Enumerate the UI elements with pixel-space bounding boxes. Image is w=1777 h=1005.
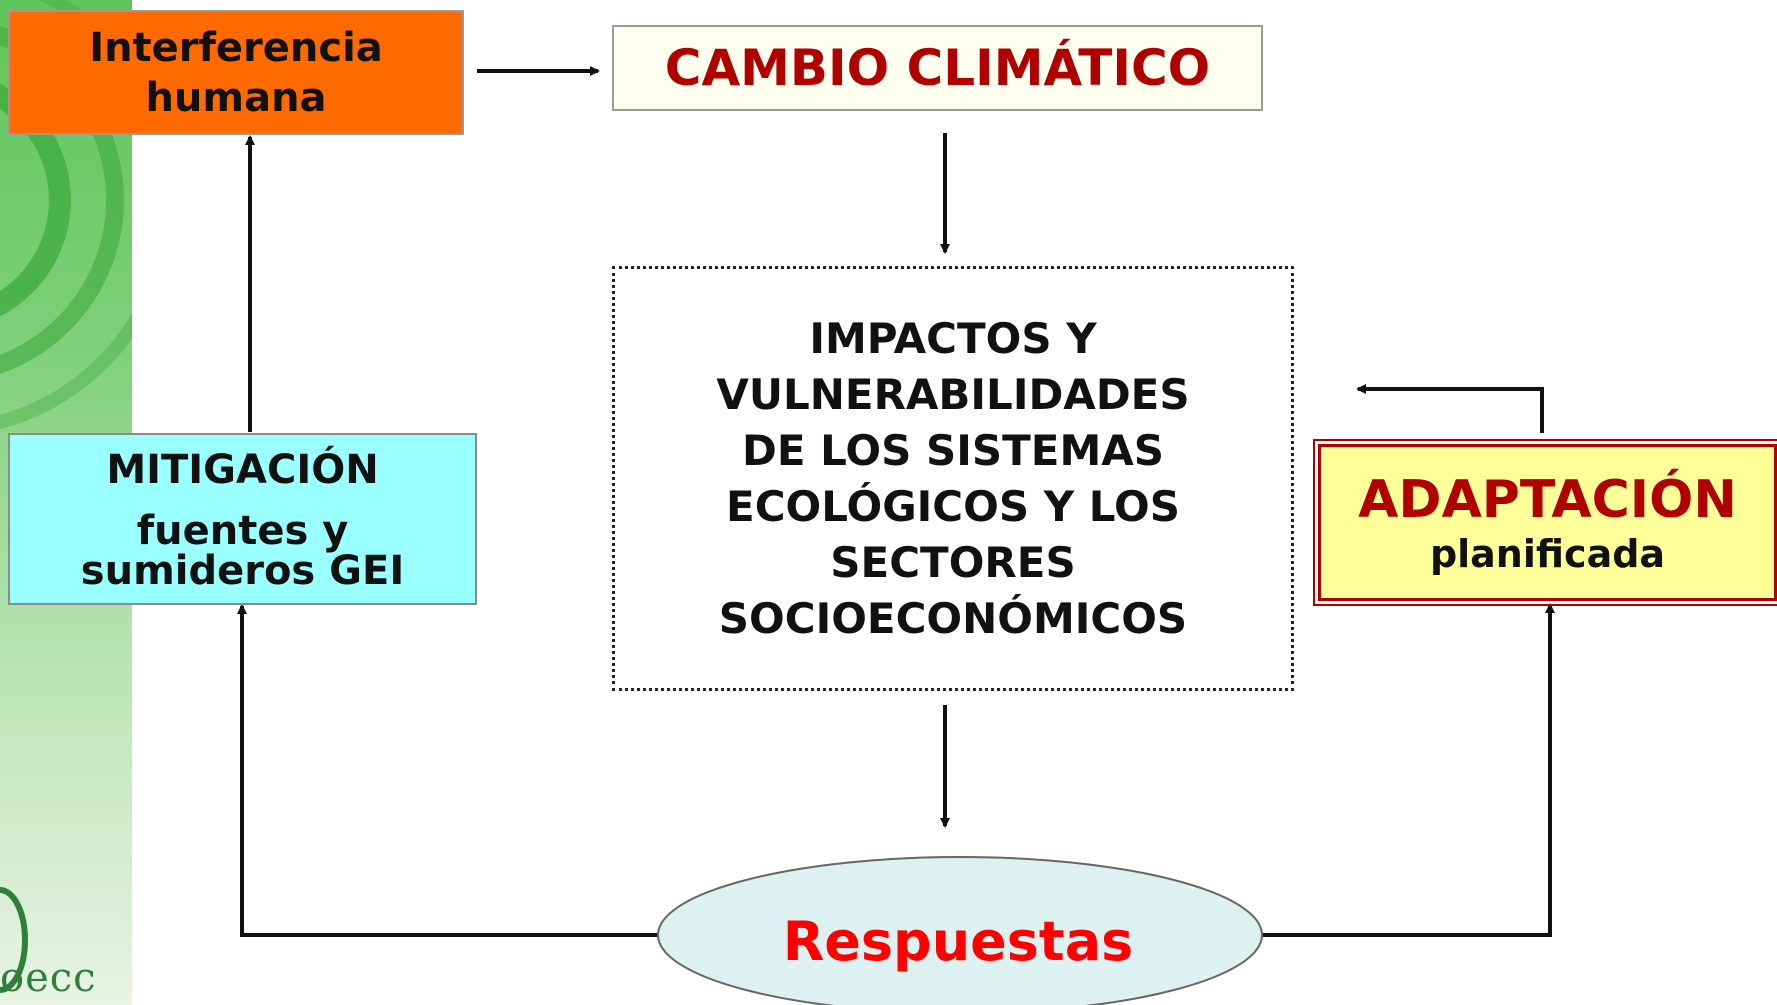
impactos-line: ECOLÓGICOS Y LOS (726, 481, 1180, 531)
mitigacion-title: MITIGACIÓN (106, 447, 379, 493)
interferencia-line2: humana (145, 74, 327, 121)
mitigacion-line3: sumideros GEI (80, 548, 405, 594)
concentric-arcs-icon (0, 0, 132, 993)
cambio-climatico-label: CAMBIO CLIMÁTICO (664, 39, 1211, 97)
respuestas-ellipse (657, 856, 1263, 1005)
arrow-respuestas-to-mitigacion (237, 604, 658, 937)
adaptacion-box: ADAPTACIÓN planificada (1313, 439, 1777, 606)
arrow-respuestas-to-adaptacion (1262, 603, 1555, 937)
impactos-line: IMPACTOS Y (809, 313, 1097, 363)
impactos-line: DE LOS SISTEMAS (741, 425, 1165, 475)
logo-text: oecc (0, 955, 97, 1001)
mitigacion-line2: fuentes y (136, 508, 349, 554)
impactos-line: SECTORES (830, 537, 1076, 587)
cambio-climatico-box: CAMBIO CLIMÁTICO (612, 25, 1263, 111)
arrow-adaptacion-to-impactos (1356, 384, 1544, 433)
impactos-line: SOCIOECONÓMICOS (718, 593, 1188, 643)
interferencia-line1: Interferencia (89, 24, 383, 71)
adaptacion-title: ADAPTACIÓN (1358, 469, 1737, 530)
adaptacion-subtitle: planificada (1429, 531, 1666, 576)
respuestas-label: Respuestas (782, 910, 1134, 973)
impactos-box: IMPACTOS Y VULNERABILIDADES DE LOS SISTE… (612, 266, 1294, 691)
impactos-line: VULNERABILIDADES (716, 369, 1190, 419)
mitigacion-box: MITIGACIÓN fuentes y sumideros GEI (8, 433, 477, 605)
interferencia-humana-box: Interferencia humana (8, 10, 464, 135)
